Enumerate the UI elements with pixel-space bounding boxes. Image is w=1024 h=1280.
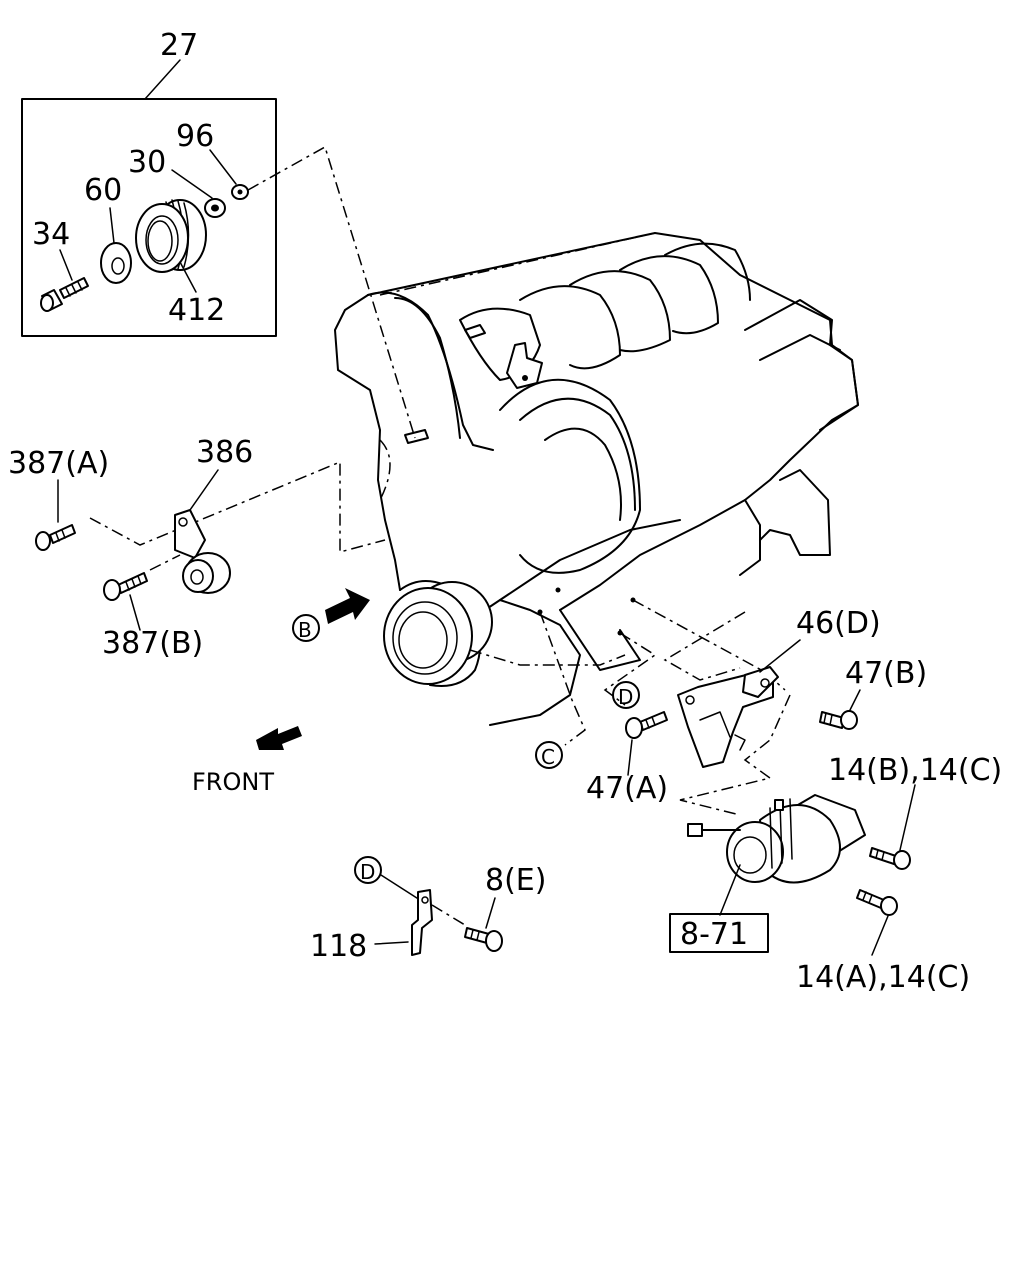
circle-d2-icon bbox=[354, 856, 382, 884]
bracket-118-icon bbox=[411, 889, 433, 956]
label-46d: 46(D) bbox=[796, 606, 881, 641]
label-96: 96 bbox=[176, 119, 214, 154]
label-front: FRONT bbox=[192, 768, 274, 796]
arrow-b-icon bbox=[325, 588, 370, 624]
circle-c-label: C bbox=[541, 745, 555, 769]
pulley-412-icon bbox=[135, 199, 207, 273]
tensioner-386-icon bbox=[174, 509, 231, 594]
label-34: 34 bbox=[32, 217, 70, 252]
circle-d1-label: D bbox=[618, 685, 633, 709]
label-47b: 47(B) bbox=[845, 656, 927, 691]
bolt-47a-icon bbox=[625, 711, 668, 739]
view-b-group: B bbox=[292, 588, 370, 642]
circle-b-label: B bbox=[298, 618, 312, 642]
ref-8-71-box bbox=[669, 913, 769, 953]
front-indicator: FRONT bbox=[192, 726, 302, 796]
bracket-118-group: D 118 8(E) bbox=[310, 856, 546, 964]
bracket-46d-group: 46(D) 47(B) 47(A) bbox=[586, 606, 927, 806]
bolt-34-icon bbox=[40, 277, 89, 312]
circle-d2-label: D bbox=[360, 860, 375, 884]
circle-c-icon bbox=[535, 741, 563, 769]
circle-d1-icon bbox=[612, 681, 640, 709]
bolt-47b-icon bbox=[819, 710, 858, 730]
tensioner-386-group: 386 387(A) 387(B) bbox=[8, 435, 253, 661]
engine-block bbox=[334, 232, 859, 726]
bolt-8e-icon bbox=[464, 927, 503, 952]
bolt-387a-icon bbox=[35, 524, 76, 551]
crank-pulley-icon bbox=[383, 581, 493, 685]
label-14ac: 14(A),14(C) bbox=[796, 960, 970, 995]
kit-27-group: 27 96 30 412 60 bbox=[21, 28, 277, 337]
bracket-46d-icon bbox=[677, 666, 779, 768]
label-118: 118 bbox=[310, 929, 367, 964]
cover-60-icon bbox=[100, 242, 132, 284]
label-8-71: 8-71 bbox=[680, 917, 748, 952]
label-60: 60 bbox=[84, 173, 122, 208]
bolt-387b-icon bbox=[103, 572, 148, 601]
bolt-14bc-icon bbox=[869, 847, 911, 870]
label-8e: 8(E) bbox=[485, 863, 546, 898]
compressor-group: 8-71 14(B),14(C) 14(A),14(C) bbox=[669, 753, 1002, 995]
kit-box bbox=[21, 98, 277, 337]
bolt-14ac-icon bbox=[856, 889, 898, 916]
label-412: 412 bbox=[168, 293, 225, 328]
label-14bc: 14(B),14(C) bbox=[828, 753, 1002, 788]
label-387b: 387(B) bbox=[102, 626, 203, 661]
front-arrow-icon bbox=[256, 726, 302, 750]
label-386: 386 bbox=[196, 435, 253, 470]
label-387a: 387(A) bbox=[8, 446, 109, 481]
circle-b-icon bbox=[292, 614, 320, 642]
label-30: 30 bbox=[128, 145, 166, 180]
label-27: 27 bbox=[160, 28, 198, 63]
label-47a: 47(A) bbox=[586, 771, 668, 806]
compressor-icon bbox=[687, 794, 866, 884]
